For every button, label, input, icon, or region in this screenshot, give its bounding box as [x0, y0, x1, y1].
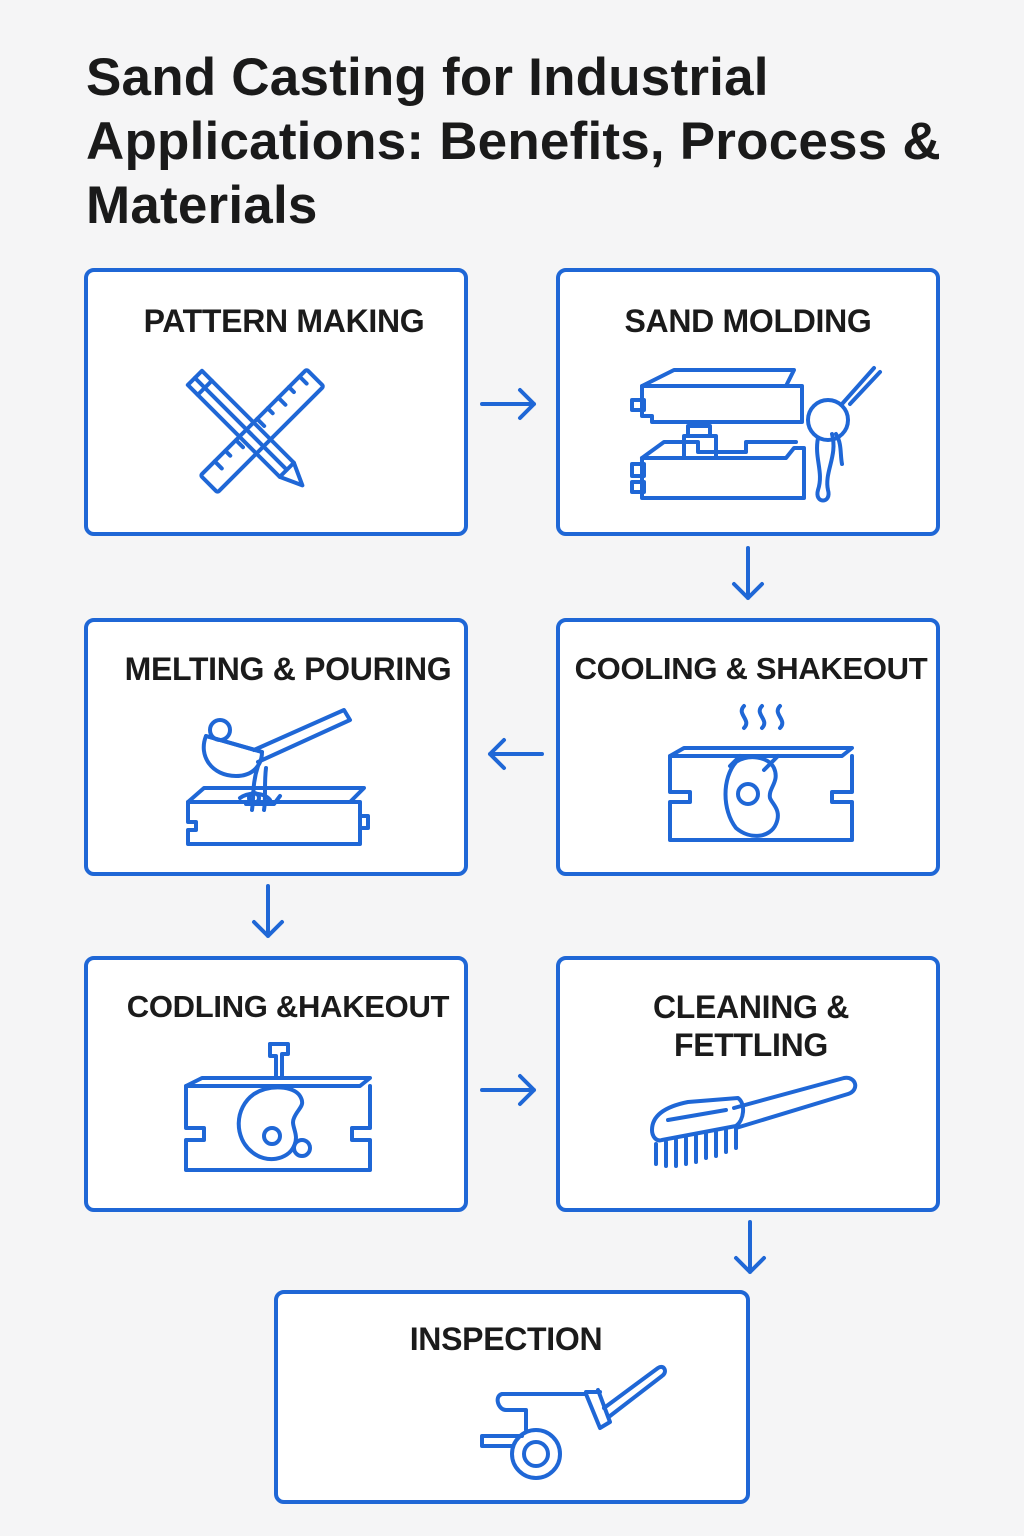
step-label: COOLING & SHAKEOUT	[574, 651, 928, 686]
ladle-pouring-icon	[184, 706, 384, 856]
step-cleaning-fettling: CLEANING & FETTLING	[556, 956, 940, 1212]
arrow-down	[730, 546, 766, 604]
step-label: SAND MOLDING	[624, 303, 872, 339]
step-pattern-making: PATTERN MAKING	[84, 268, 468, 536]
step-sand-molding: SAND MOLDING	[556, 268, 940, 536]
arrow-right	[480, 386, 540, 422]
step-inspection: INSPECTION	[274, 1290, 750, 1504]
arrow-right	[480, 1072, 540, 1108]
mold-ladle-icon	[630, 364, 882, 514]
step-label: CODLING &HAKEOUT	[126, 989, 450, 1024]
step-label: PATTERN MAKING	[143, 303, 425, 339]
pencil-ruler-icon	[170, 368, 340, 518]
brush-icon	[646, 1072, 866, 1182]
step-label: INSPECTION	[409, 1321, 603, 1357]
casting-in-mold-icon	[184, 1038, 384, 1188]
arrow-down	[732, 1220, 768, 1278]
step-cooling-shakeout: COOLING & SHAKEOUT	[556, 618, 940, 876]
arrow-down	[250, 884, 286, 942]
step-melting-pouring: MELTING & POURING	[84, 618, 468, 876]
step-label: MELTING & POURING	[124, 651, 452, 687]
step-label: CLEANING & FETTLING	[652, 989, 850, 1063]
arrow-left	[484, 736, 544, 772]
magnifier-part-icon	[468, 1358, 678, 1488]
step-codling-hakeout: CODLING &HAKEOUT	[84, 956, 468, 1212]
cooling-mold-icon	[664, 702, 864, 852]
page-title: Sand Casting for Industrial Applications…	[86, 48, 941, 235]
